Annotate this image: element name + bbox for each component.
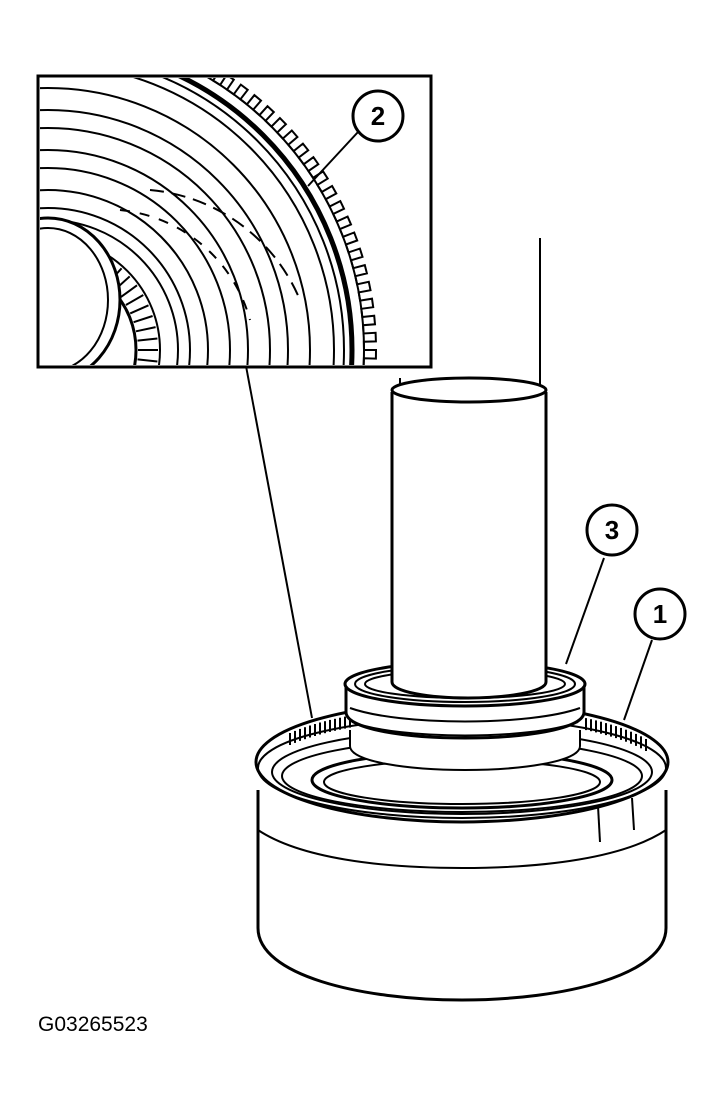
callout-1-label: 1: [653, 599, 667, 629]
callout-2: 2: [351, 89, 405, 143]
stepped-hub: [349, 730, 581, 772]
callout-1: 1: [633, 587, 687, 641]
callout-3-leader: [565, 557, 605, 665]
callout-2-label: 2: [371, 101, 385, 131]
callout-2-leader: [307, 131, 359, 187]
drum-body: [256, 790, 668, 1002]
inset-leader-line: [245, 365, 313, 719]
callout-1-leader: [623, 639, 653, 721]
figure-id: G03265523: [38, 1013, 148, 1036]
callout-3: 3: [585, 503, 639, 557]
main-assembly: [254, 238, 670, 1002]
press-tool: [390, 392, 548, 700]
callout-3-label: 3: [605, 515, 619, 545]
